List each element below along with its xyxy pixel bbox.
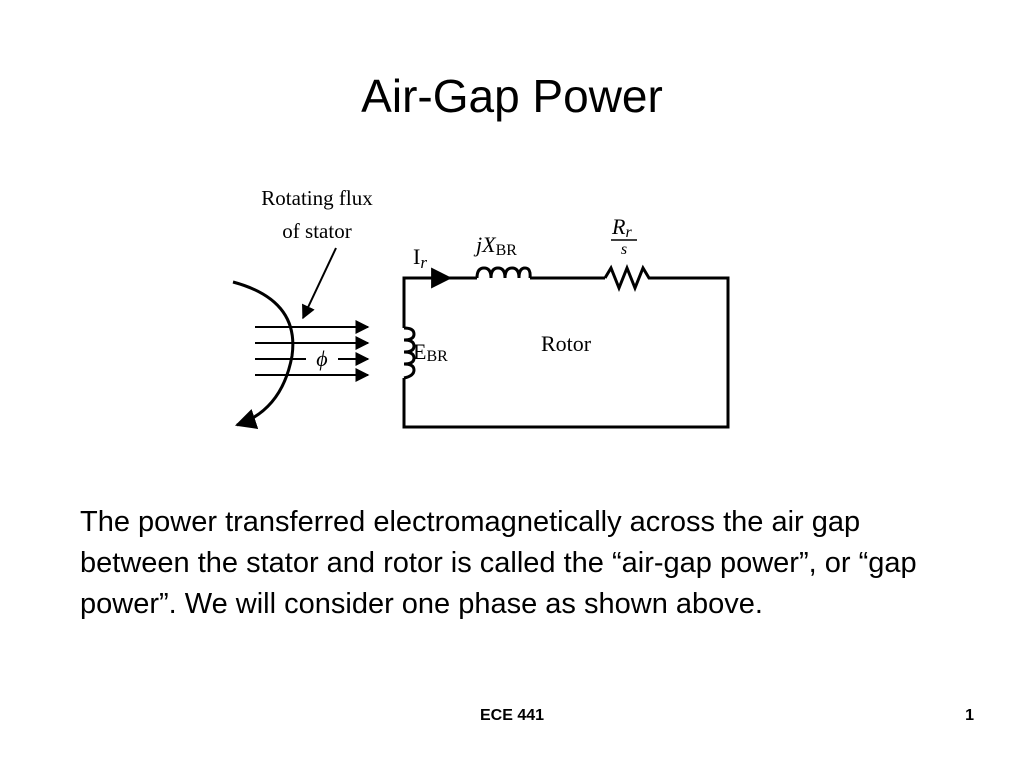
emf-coil-symbol: [403, 326, 416, 380]
flux-label-line2: of stator: [282, 219, 351, 243]
slide-title: Air-Gap Power: [361, 70, 663, 122]
resistor-symbol: [603, 263, 652, 293]
reactance-x: X: [481, 232, 497, 257]
current-label: Ir: [413, 244, 427, 272]
flux-pointer-arrow: [302, 247, 337, 320]
emf-main: E: [413, 339, 426, 364]
wire-top-left: [402, 276, 477, 328]
current-label-sub: r: [420, 253, 427, 272]
current-label-main: I: [413, 244, 420, 269]
resistance-denominator: s: [621, 241, 627, 258]
resistance-numerator: Rr: [611, 214, 632, 241]
flux-arrows: [255, 320, 370, 382]
rotor-circuit-diagram: Rotating flux of stator ϕ Ir jXBR Rr s E…: [232, 186, 730, 429]
reactance-j: j: [473, 232, 482, 257]
resistance-r-sub: r: [625, 224, 632, 241]
stator-arc: [232, 280, 295, 429]
reactance-label: jXBR: [473, 232, 517, 259]
inductor-symbol: [475, 266, 532, 279]
phi-symbol: ϕ: [316, 346, 327, 371]
reactance-sub: BR: [496, 242, 518, 259]
footer-course: ECE 441: [479, 707, 545, 724]
description-paragraph: The power transferred electromagneticall…: [80, 506, 917, 620]
emf-label: EBR: [413, 339, 448, 365]
rotor-label: Rotor: [541, 331, 592, 356]
wire-top-right: [402, 276, 730, 429]
page-number: 1: [965, 707, 974, 724]
flux-label-line1: Rotating flux: [261, 186, 373, 210]
emf-sub: BR: [426, 348, 448, 365]
resistance-r: R: [611, 214, 626, 239]
circuit-wires: [402, 276, 730, 429]
